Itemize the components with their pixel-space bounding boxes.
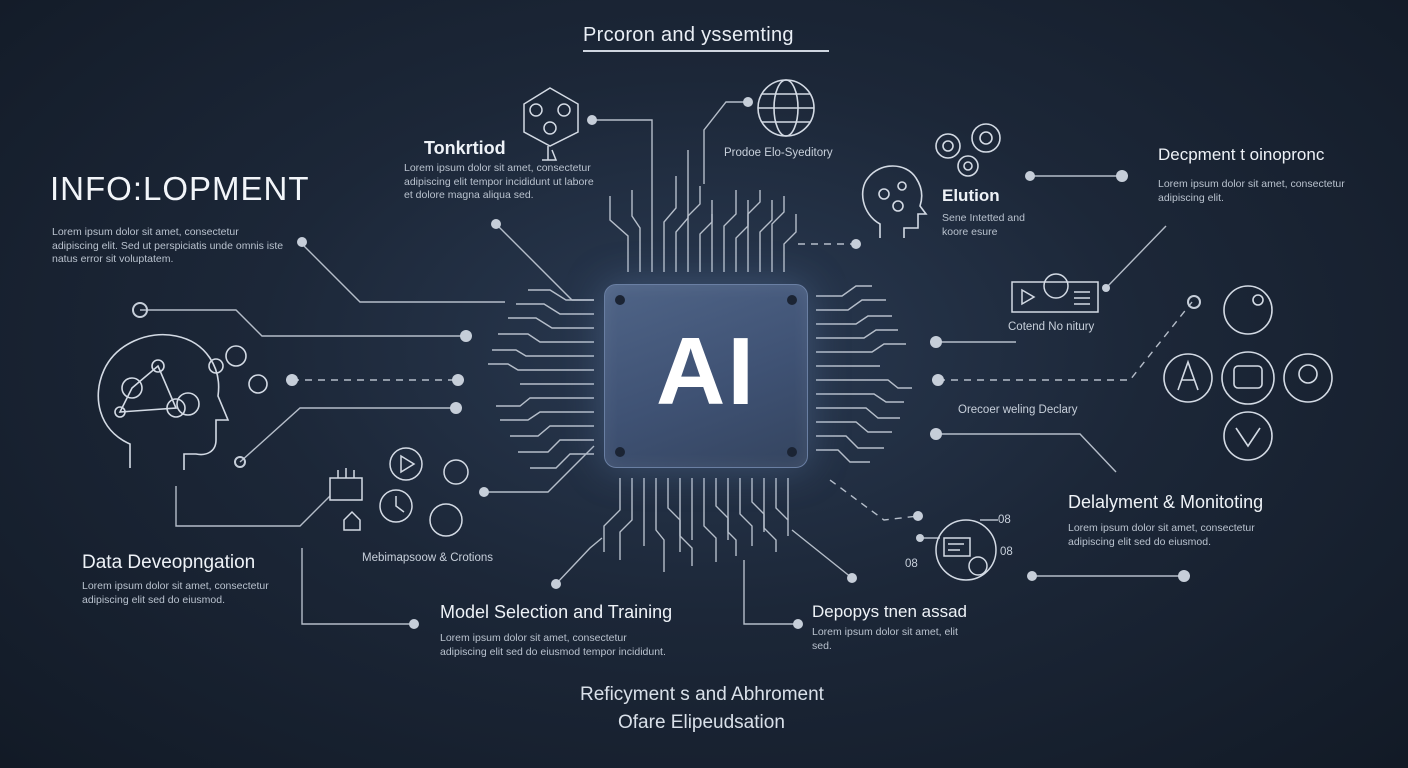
trace (759, 200, 773, 272)
ai-chip: AI (604, 284, 808, 468)
workflow-icons (329, 447, 469, 537)
deploy-title: Depopys tnen assad (812, 602, 967, 621)
model-selection-description: Lorem ipsum dolor sit amet, consectetur … (440, 632, 666, 658)
deploy-description: Lorem ipsum dolor sit amet, elit sed. (812, 626, 958, 652)
deployment-monitoring-title: Delalyment & Monitoting (1068, 492, 1264, 512)
content-label: Cotend No nitury (1008, 321, 1095, 333)
brain-head-icon (97, 333, 268, 470)
trace (663, 176, 677, 272)
workflow-label: Mebimapsoow & Crotions (362, 552, 494, 564)
trace (771, 196, 785, 272)
trace (783, 214, 797, 272)
tokenization-description: Lorem ipsum dolor sit amet, consectetur … (404, 162, 594, 201)
dashboard-icon (935, 519, 997, 581)
trace (687, 186, 701, 272)
network-cluster-icon (523, 87, 579, 161)
trace (675, 150, 689, 272)
trace (723, 190, 737, 272)
model-selection-title: Model Selection and Training (440, 602, 673, 622)
deployment-monitoring-description: Lorem ipsum dolor sit amet, consectetur … (1068, 522, 1255, 548)
badge-08-top: 08 (998, 514, 1011, 526)
elution-title: Elution (942, 186, 1000, 205)
development-description: Lorem ipsum dolor sit amet, consectetur … (1158, 178, 1345, 204)
data-dev-title: Data Deveopngation (82, 552, 256, 573)
title-underline (583, 50, 829, 52)
chip-corner-dot (787, 447, 797, 457)
gears-icon (935, 123, 1001, 177)
badge-08-left: 08 (905, 558, 918, 570)
circle-icon-cluster (1163, 285, 1333, 461)
info-description: Lorem ipsum dolor sit amet, consectetur … (52, 226, 284, 265)
diagram-title: Prcoron and yssemting (583, 24, 794, 46)
head-icon (861, 165, 928, 238)
media-panel-icon (1011, 273, 1099, 313)
process-label: Orecoer weling Declary (958, 404, 1078, 416)
tokenization-title: Tonkrtiod (424, 138, 506, 158)
chip-corner-dot (787, 295, 797, 305)
trace (747, 190, 761, 272)
trace (735, 200, 749, 272)
data-dev-description: Lorem ipsum dolor sit amet, consectetur … (82, 580, 269, 606)
badge-08-right: 08 (1000, 546, 1013, 558)
footer-line-2: Ofare Elipeudsation (618, 712, 785, 733)
trace (631, 190, 641, 272)
development-title: Decpment t oinopronc (1158, 145, 1325, 164)
globe-icon (757, 79, 815, 137)
elution-description: Sene Intetted and koore esure (942, 212, 1025, 238)
trace (609, 196, 629, 272)
footer-line-1: Reficyment s and Abhroment (580, 684, 824, 705)
ai-chip-label: AI (656, 318, 756, 425)
chip-corner-dot (615, 295, 625, 305)
info-title: INFO:LOPMENT (50, 170, 310, 207)
trace (699, 200, 713, 272)
chip-corner-dot (615, 447, 625, 457)
globe-label: Prodoe Elo-Syeditory (724, 147, 833, 159)
